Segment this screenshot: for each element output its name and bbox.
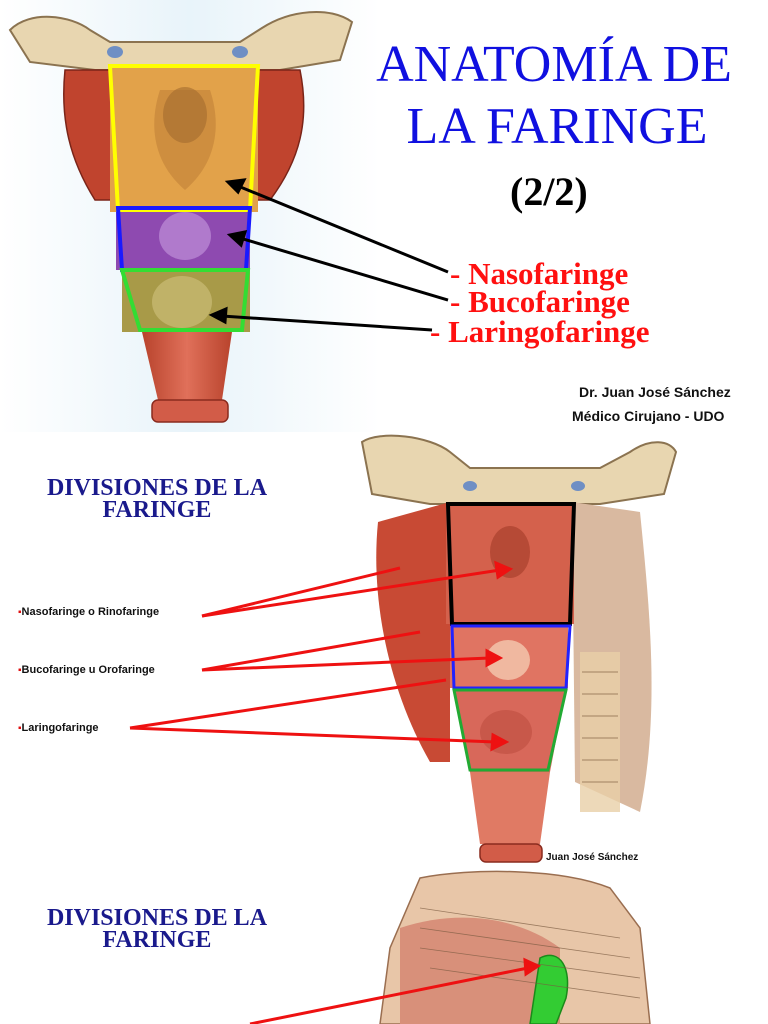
label-laringofaringe: - Laringofaringe (430, 314, 650, 349)
pharynx-posterior-detail-illustration (129, 434, 678, 863)
page-title-line1: ANATOMÍA DE (376, 36, 732, 93)
label-nasofaringe: - Nasofaringe (450, 256, 629, 291)
slide-anatomia-faringe: ANATOMÍA DE LA FARINGE (2/2) - Nasofarin… (0, 0, 768, 432)
section-title-line2: FARINGE (102, 927, 212, 953)
section-title-line2: FARINGE (102, 497, 212, 523)
bullet-icon: ▪ (18, 723, 22, 734)
list-item-nasofaringe: ▪Nasofaringe o Rinofaringe (18, 606, 160, 618)
page-subtitle: (2/2) (510, 169, 588, 214)
section-title-line1: DIVISIONES DE LA (46, 475, 268, 501)
list-item-bucofaringe: ▪Bucofaringe u Orofaringe (18, 664, 155, 676)
slide-divisiones-faringe: DIVISIONES DE LA FARINGE ▪Nasofaringe o … (0, 432, 768, 868)
author-name: Dr. Juan José Sánchez (579, 384, 731, 400)
page-title-line2: LA FARINGE (406, 98, 708, 155)
label-bucofaringe: - Bucofaringe (450, 284, 630, 319)
author-role: Médico Cirujano - UDO (572, 408, 725, 424)
bullet-icon: ▪ (18, 607, 22, 618)
bullet-icon: ▪ (18, 665, 22, 676)
list-item-laringofaringe: ▪Laringofaringe (18, 722, 99, 734)
slide-divisiones-faringe-sagittal: DIVISIONES DE LA FARINGE (0, 868, 768, 1024)
pharynx-sagittal-illustration (249, 870, 651, 1024)
section-title-line1: DIVISIONES DE LA (46, 905, 268, 931)
pharynx-posterior-illustration (0, 0, 449, 432)
image-credit: Juan José Sánchez (546, 852, 639, 863)
